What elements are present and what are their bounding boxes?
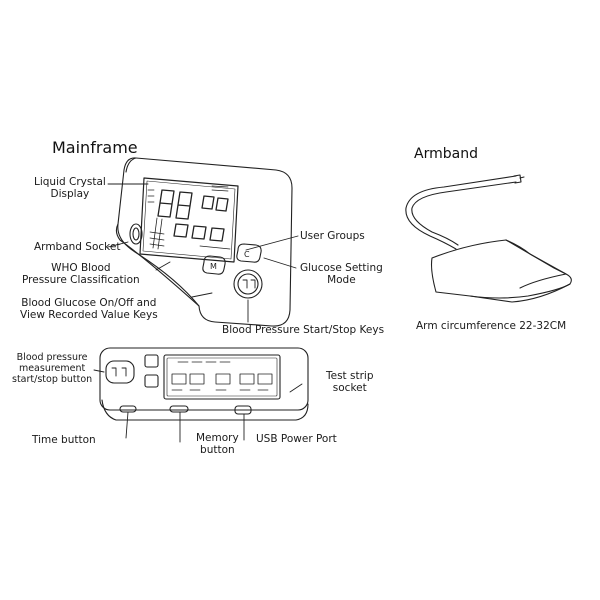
who-classification-label: WHO Blood Pressure Classification — [22, 262, 140, 286]
glucose-keys-label: Blood Glucose On/Off and View Recorded V… — [20, 297, 158, 321]
armband-socket-label: Armband Socket — [34, 241, 121, 253]
m-key-letter: M — [210, 262, 217, 271]
leader-lines — [93, 183, 303, 443]
memory-button-label: Memory button — [196, 432, 239, 456]
mainframe-device — [115, 157, 293, 327]
test-strip-label: Test strip socket — [326, 370, 374, 394]
bp-button-label: Blood pressure measurement start/stop bu… — [12, 352, 93, 385]
bp-keys-label: Blood Pressure Start/Stop Keys — [222, 324, 385, 336]
glucose-mode-label: Glucose Setting Mode — [300, 262, 383, 286]
bottom-device — [99, 347, 309, 421]
c-key-letter: C — [244, 250, 250, 259]
user-groups-label: User Groups — [300, 230, 365, 242]
arm-circumference-label: Arm circumference 22-32CM — [416, 320, 567, 332]
time-button-label: Time button — [32, 434, 96, 446]
armband-drawing — [405, 174, 572, 303]
lcd-label: Liquid Crystal Display — [34, 176, 106, 200]
usb-port-label: USB Power Port — [256, 433, 337, 445]
armband-title: Armband — [414, 146, 478, 162]
mainframe-title: Mainframe — [52, 138, 138, 157]
